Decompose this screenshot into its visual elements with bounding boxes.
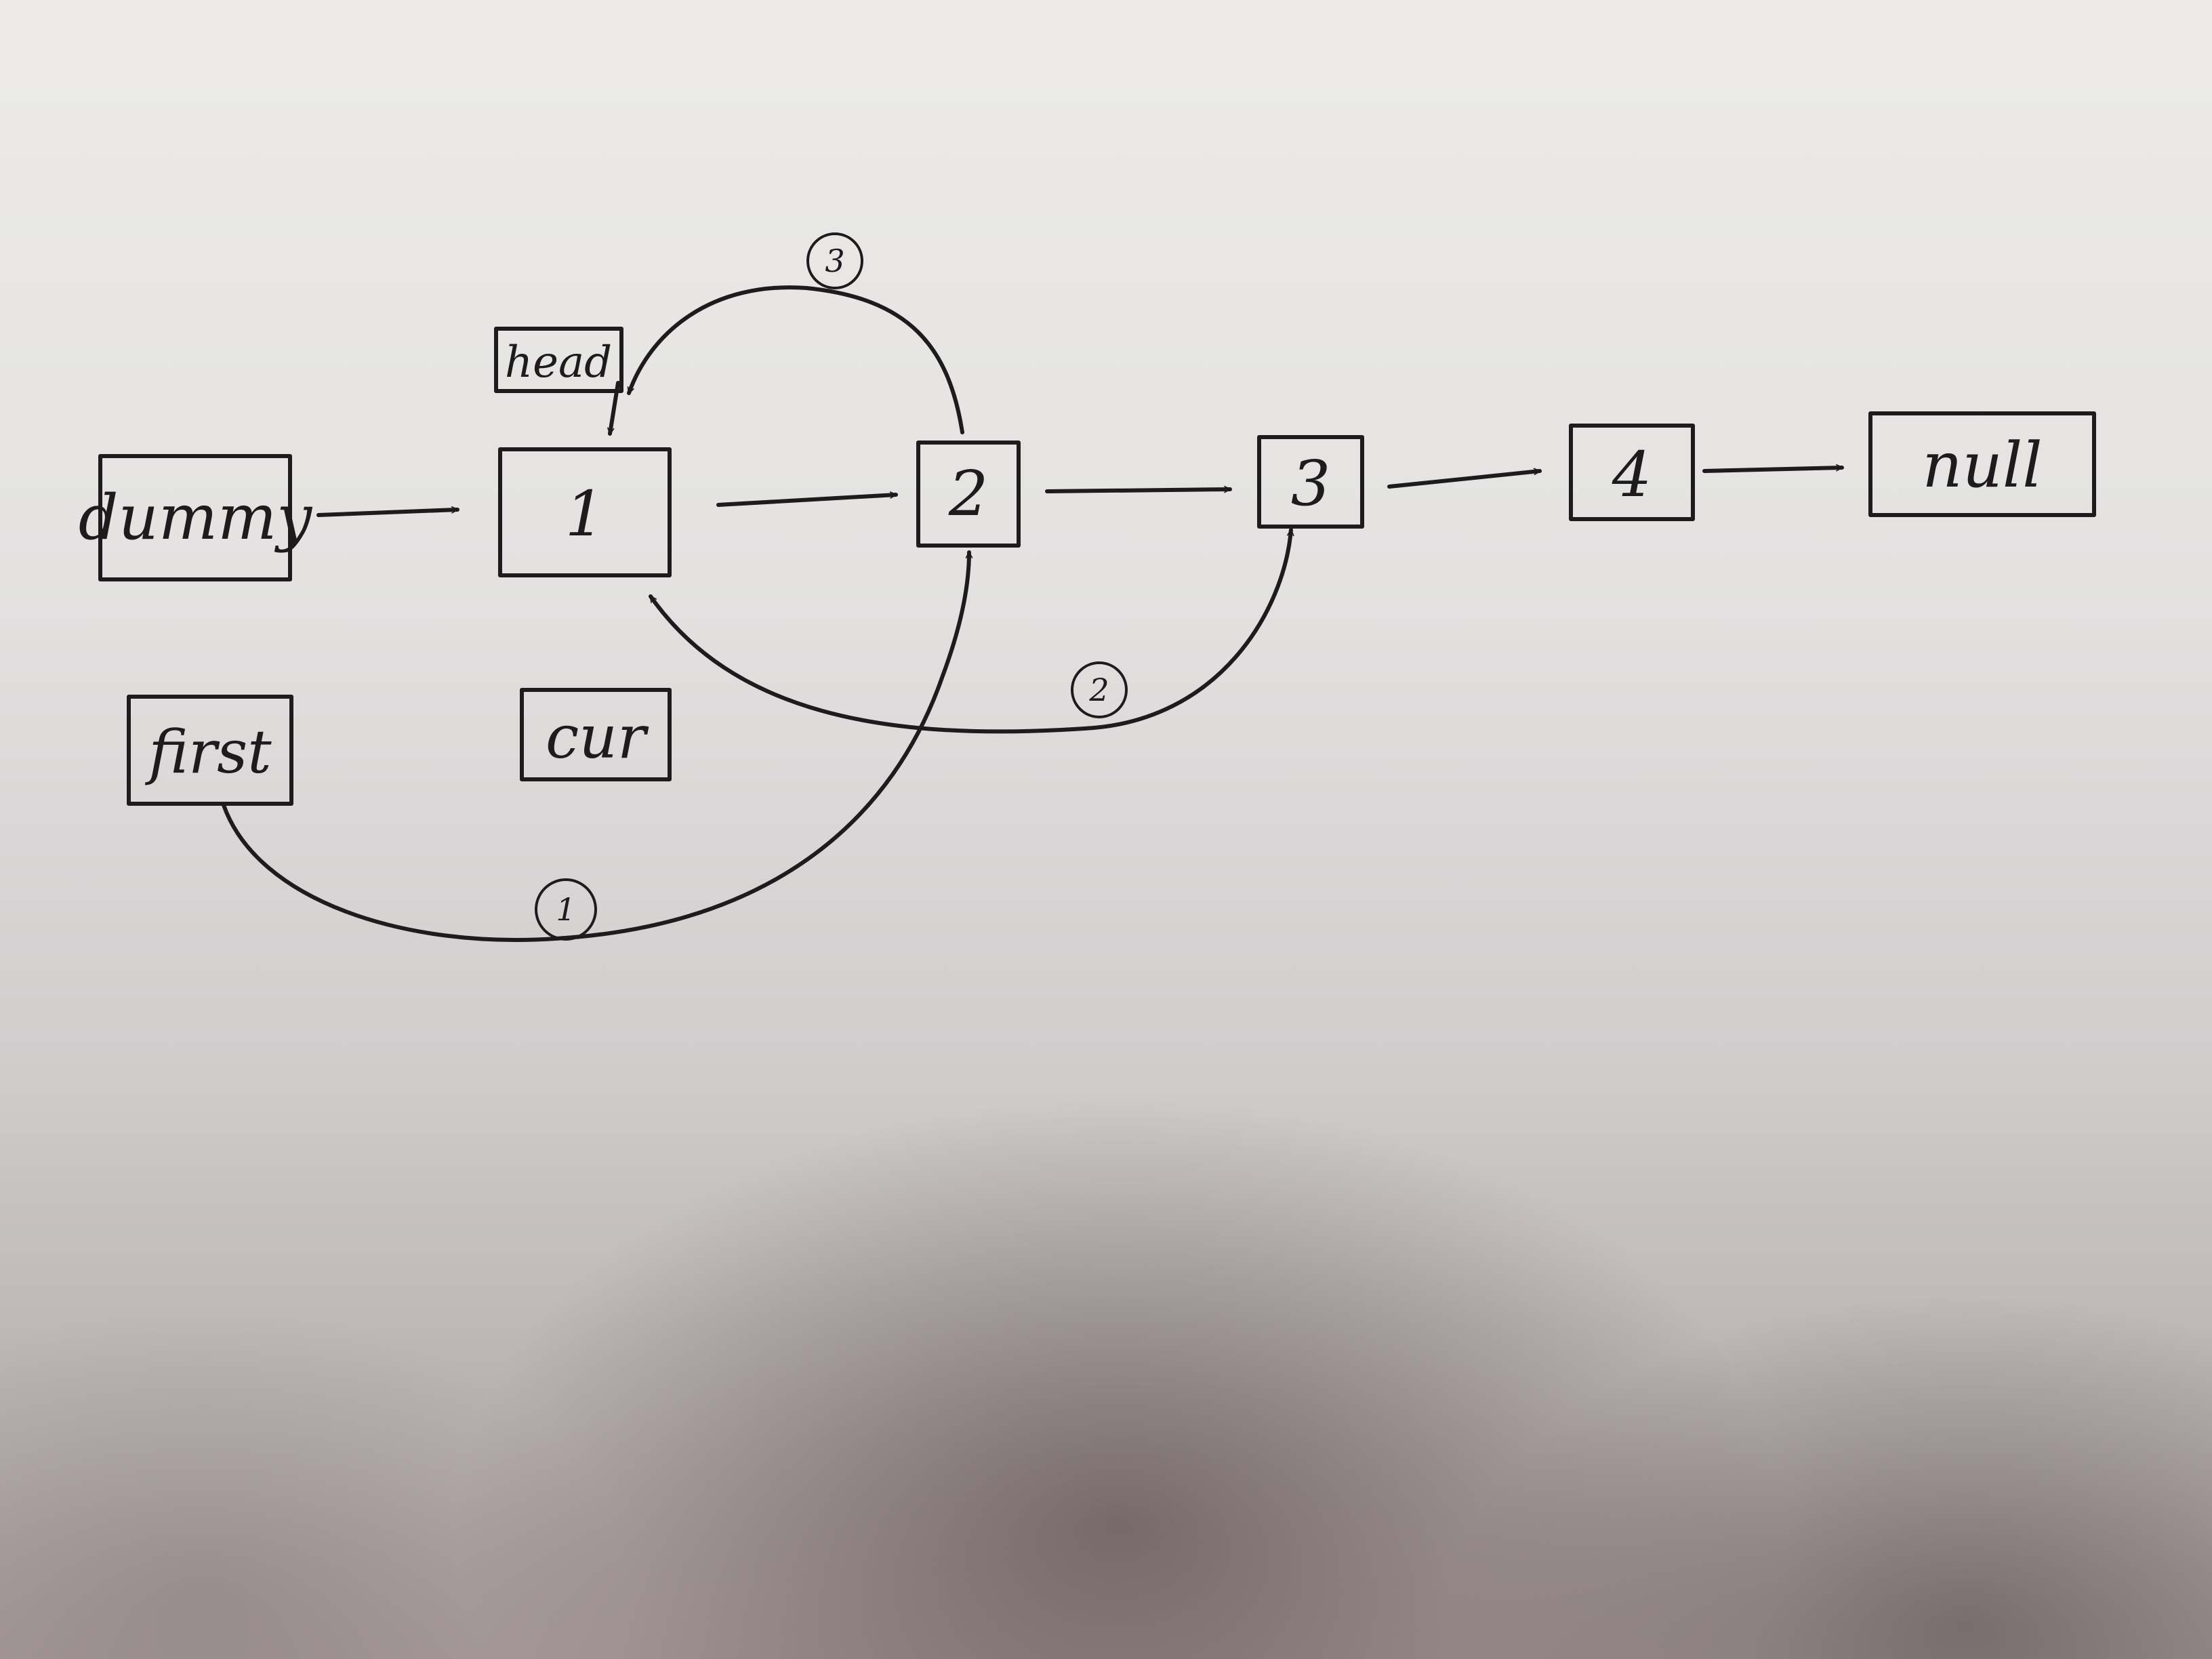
- node-3-label: 3: [1291, 447, 1331, 520]
- step-marker-3-label: 3: [825, 243, 844, 279]
- step-marker-1: 1: [535, 878, 597, 941]
- node-3: 3: [1257, 435, 1364, 529]
- curve-step-3-2-to-1: [627, 285, 964, 434]
- step-marker-1-label: 1: [556, 891, 575, 928]
- arrow-2-to-3: [1045, 485, 1232, 493]
- pointer-cur-label: cur: [546, 702, 649, 772]
- pointer-first: first: [127, 695, 293, 806]
- step-marker-2-label: 2: [1088, 672, 1109, 708]
- node-4: 4: [1569, 424, 1695, 521]
- node-dummy: dummy: [79, 454, 313, 581]
- arrow-4-to-null: [1702, 464, 1844, 473]
- pointer-head: head: [494, 327, 623, 393]
- node-2-label: 2: [948, 457, 989, 530]
- node-4-label: 4: [1612, 438, 1652, 511]
- node-2: 2: [916, 441, 1021, 548]
- step-marker-3: 3: [806, 232, 863, 289]
- pointer-first-label: first: [144, 717, 272, 787]
- arrow-1-to-2: [716, 491, 898, 507]
- curve-step-1-first-to-2: [222, 550, 973, 942]
- step-marker-2: 2: [1071, 661, 1128, 718]
- node-null: null: [1868, 411, 2096, 517]
- curve-step-2-1-to-3: [649, 528, 1294, 734]
- arrow-3-to-4: [1387, 468, 1542, 489]
- node-dummy-label: dummy: [79, 481, 313, 554]
- arrow-dummy-to-1: [316, 506, 459, 517]
- node-1: 1: [498, 447, 672, 577]
- arrow-head-to-1: [607, 381, 620, 436]
- node-null-label: null: [1922, 429, 2042, 501]
- pointer-cur: cur: [520, 688, 672, 781]
- node-1-label: 1: [565, 478, 605, 550]
- pointer-head-label: head: [505, 337, 612, 388]
